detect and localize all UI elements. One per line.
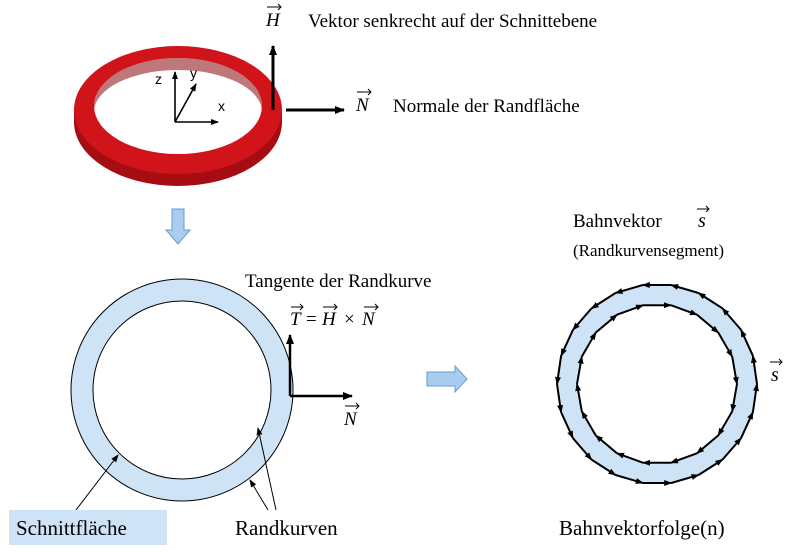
svg-text:N: N: [361, 309, 376, 330]
down-arrow-icon: [164, 208, 192, 245]
schnittflaeche-leader: [75, 454, 119, 511]
outer-path-vector-segment: [721, 437, 742, 461]
h-description: Vektor senkrecht auf der Schnittebene: [308, 11, 597, 32]
svg-text:N: N: [343, 409, 358, 430]
svg-text:H: H: [265, 10, 281, 31]
svg-text:H: H: [321, 309, 337, 330]
svg-text:T: T: [290, 309, 302, 330]
outer-path-vector-segment: [697, 292, 724, 310]
outer-path-vector-segment: [614, 284, 644, 294]
n-symbol-lower: N: [343, 402, 360, 430]
tangent-label: Tangente der Randkurve: [245, 271, 431, 292]
n-description: Normale der Randfläche: [393, 96, 580, 117]
inner-path-vector-segment: [616, 452, 644, 464]
inner-path-vector-segment: [580, 331, 597, 358]
bahnvektor-subtitle: (Randkurvensegment): [573, 241, 724, 260]
bahnvektor-title: Bahnvektor: [573, 211, 662, 232]
bahnvektorfolge-label: Bahnvektorfolge(n): [559, 516, 725, 540]
axis-x-label: x: [218, 98, 225, 114]
inner-path-vector-segment: [731, 356, 739, 385]
inner-path-vector-segment: [696, 313, 720, 334]
outer-path-vector-segment: [590, 292, 617, 310]
outer-path-vector-segment: [560, 411, 574, 440]
svg-text:×: ×: [344, 309, 355, 330]
outer-path-vector-segment: [697, 458, 724, 476]
inner-path-vector-segment: [595, 313, 618, 334]
outer-path-vector-segment: [590, 458, 617, 476]
outer-path-vector-segment: [556, 383, 564, 414]
schnittflaeche-label: Schnittfläche: [16, 516, 127, 540]
torus-ring: [74, 46, 282, 186]
randkurven-label: Randkurven: [235, 516, 338, 540]
coordinate-axes: [172, 71, 219, 125]
outer-path-vector-segment: [560, 329, 574, 357]
outer-path-vector-segment: [572, 307, 593, 331]
tangent-formula: T = H × N: [290, 303, 379, 330]
outer-path-vector-segment: [721, 307, 742, 331]
outer-path-vector-segment: [740, 328, 754, 357]
outer-path-vector-segment: [751, 383, 759, 413]
outer-path-vector-segment: [555, 355, 563, 385]
inner-path-vectors: [575, 302, 739, 466]
outer-path-vector-segment: [670, 284, 699, 294]
randkurve-outer-leader: [249, 479, 269, 511]
outer-path-vector-segment: [615, 474, 644, 484]
inner-path-vector-segment: [575, 383, 583, 412]
inner-path-vector-segment: [696, 434, 719, 455]
outer-path-vector-segment: [740, 411, 754, 439]
inner-path-vector-segment: [670, 304, 698, 316]
right-arrow-icon: [426, 364, 468, 394]
svg-text:s: s: [771, 364, 779, 386]
outer-path-vector-segment: [750, 354, 758, 385]
svg-text:s: s: [698, 210, 706, 232]
axis-z-label: z: [155, 71, 162, 87]
inner-path-vector-segment: [717, 410, 734, 437]
inner-path-vector-segment: [616, 304, 645, 316]
s-symbol-side: s: [770, 358, 783, 386]
inner-path-vector-segment: [717, 332, 734, 358]
randkurve-inner-leader: [256, 427, 277, 511]
schnittflaeche-label-bg: [9, 510, 167, 545]
inner-path-vector-segment: [669, 452, 698, 464]
inner-path-vector-segment: [730, 383, 738, 413]
h-symbol: H: [265, 3, 282, 31]
svg-text:=: =: [306, 309, 317, 330]
n-symbol: N: [355, 88, 372, 116]
axis-y-label: y: [190, 65, 197, 81]
s-symbol-title: s: [697, 205, 710, 232]
outer-path-vector-segment: [670, 474, 700, 484]
inner-path-vector-segment: [576, 355, 584, 385]
path-vector-ring: [557, 284, 757, 484]
outer-path-vector-segment: [572, 437, 593, 461]
cross-section-ring: [70, 278, 294, 502]
svg-text:N: N: [355, 95, 370, 116]
inner-path-vector-segment: [594, 434, 618, 455]
inner-path-vector-segment: [580, 410, 597, 436]
outer-path-vectors: [555, 282, 759, 486]
